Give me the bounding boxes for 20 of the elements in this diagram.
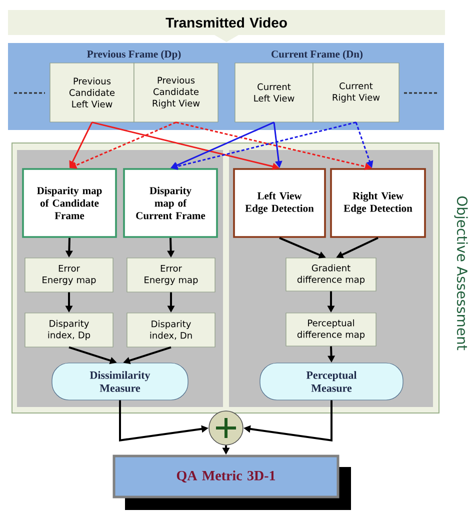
measure-pill: Dissimilarity Measure: [52, 362, 188, 400]
process-box: Gradient difference map: [286, 258, 376, 292]
process-box: Error Energy map: [126, 258, 216, 292]
process-box: Disparity map of Candidate Frame: [22, 168, 117, 238]
process-box: Current Right View: [312, 62, 400, 122]
result-box: QA Metric 3D-1: [112, 454, 351, 510]
node-label: Objective Assessment: [454, 196, 468, 350]
process-box: Current Left View: [234, 62, 314, 122]
process-box: Disparity index, Dn: [126, 312, 216, 348]
measure-pill: Perceptual Measure: [260, 362, 404, 400]
process-box: Disparity index, Dp: [24, 312, 114, 348]
title-banner: Transmitted Video: [8, 10, 445, 42]
process-box: Left View Edge Detection: [233, 168, 326, 238]
process-box: Right View Edge Detection: [330, 168, 426, 238]
sum-circle: [208, 410, 244, 446]
process-box: Previous Candidate Right View: [134, 62, 218, 122]
process-box: Previous Candidate Left View: [50, 62, 134, 122]
process-box: Error Energy map: [24, 258, 114, 292]
process-box: Perceptual difference map: [286, 312, 376, 346]
process-box: Disparity map of Current Frame: [123, 168, 218, 238]
